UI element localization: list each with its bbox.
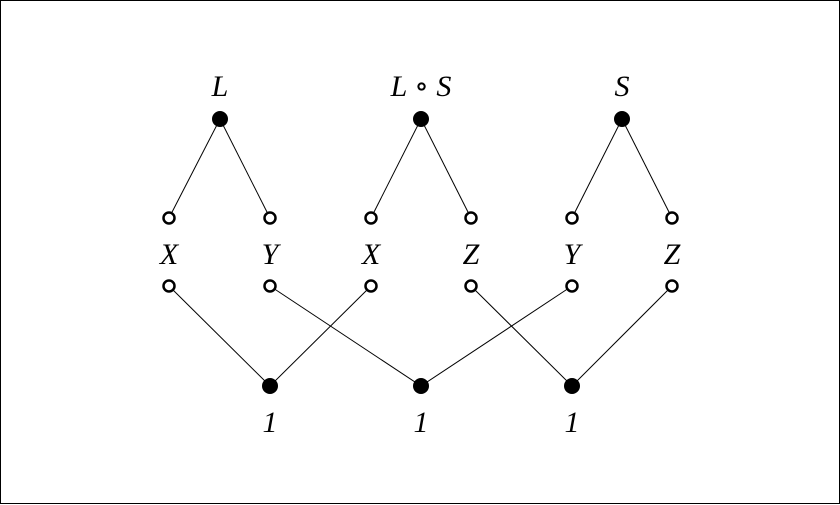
middle-node-label: Z — [664, 238, 681, 271]
edge-line — [621, 118, 673, 219]
bottom-node-label: 1 — [414, 406, 429, 439]
open-node — [162, 279, 176, 293]
filled-node — [564, 378, 580, 394]
edge-line — [571, 118, 623, 219]
open-node — [263, 279, 277, 293]
edge-line — [168, 285, 271, 387]
top-node-label: L ∘ S — [390, 70, 452, 103]
filled-node — [212, 111, 228, 127]
edge-line — [470, 285, 573, 387]
open-node — [565, 279, 579, 293]
middle-node-label: Z — [463, 238, 480, 271]
middle-node-label: Y — [262, 238, 282, 271]
bottom-node-label: 1 — [263, 406, 278, 439]
open-node — [364, 211, 378, 225]
middle-node-label: Y — [564, 238, 584, 271]
open-node — [665, 211, 679, 225]
edges — [168, 118, 673, 387]
edge-line — [420, 118, 472, 219]
edge-line — [219, 118, 271, 219]
filled-node — [262, 378, 278, 394]
nodes — [162, 111, 679, 394]
open-node — [162, 211, 176, 225]
open-node — [464, 211, 478, 225]
open-node — [464, 279, 478, 293]
middle-node-label: X — [159, 238, 180, 271]
filled-node — [413, 111, 429, 127]
bottom-node-label: 1 — [565, 406, 580, 439]
open-node — [665, 279, 679, 293]
open-node — [364, 279, 378, 293]
edge-line — [420, 285, 573, 387]
edge-line — [168, 118, 221, 219]
edge-line — [571, 285, 673, 387]
top-node-label: S — [615, 70, 630, 103]
edge-line — [269, 285, 372, 387]
open-node — [565, 211, 579, 225]
middle-node-label: X — [361, 238, 382, 271]
top-node-label: L — [211, 70, 229, 103]
filled-node — [614, 111, 630, 127]
filled-node — [413, 378, 429, 394]
edge-line — [269, 285, 422, 387]
edge-line — [370, 118, 422, 219]
open-node — [263, 211, 277, 225]
labels: L L ∘ S S X Y X Z Y Z 1 1 1 — [159, 70, 681, 439]
